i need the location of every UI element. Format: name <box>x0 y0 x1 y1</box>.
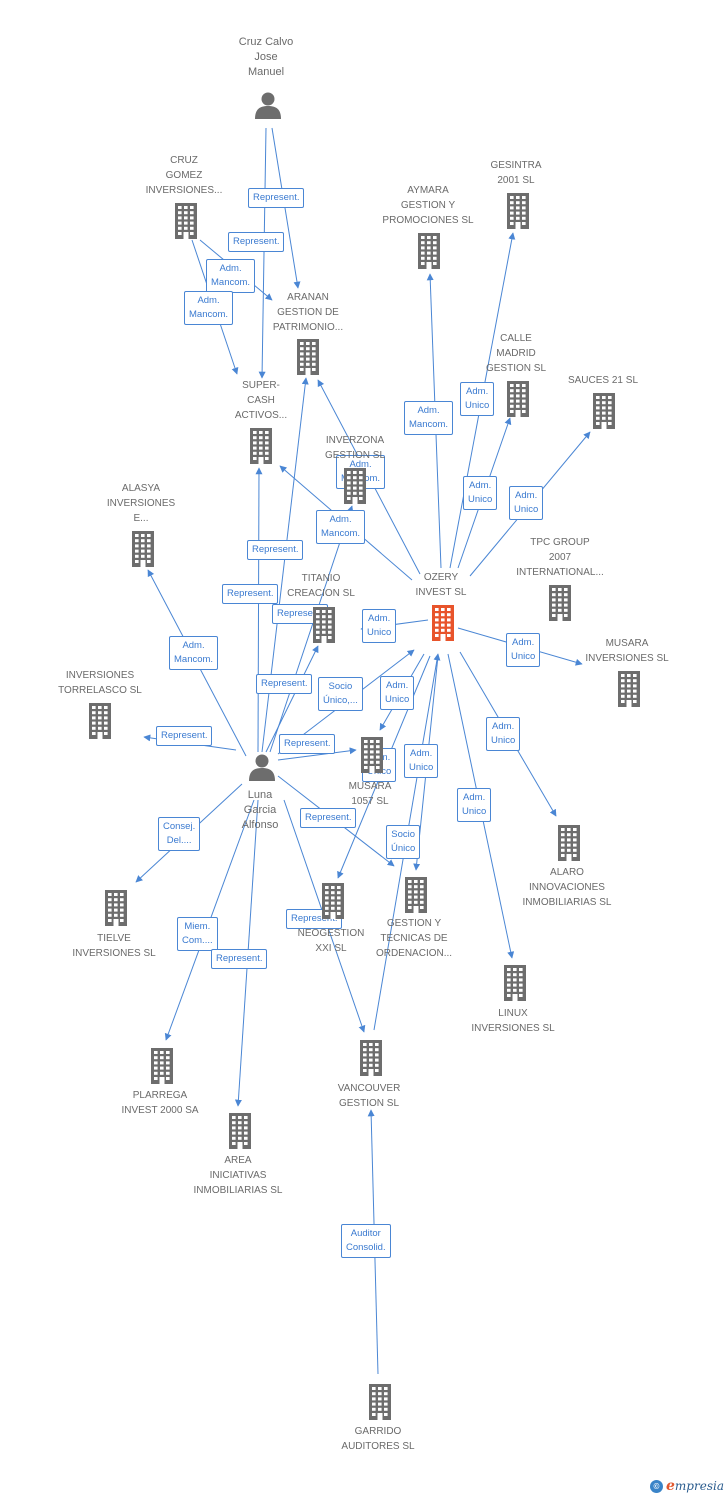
edge-label[interactable]: Represent. <box>222 584 279 604</box>
brand-initial: e <box>666 1478 675 1494</box>
node-label: INVERZONA GESTION SL <box>324 435 385 461</box>
edge-label[interactable]: Socio Único <box>386 825 421 859</box>
building-icon[interactable] <box>173 203 199 244</box>
building-icon[interactable] <box>359 737 385 778</box>
building-icon[interactable] <box>416 233 442 274</box>
edge-label[interactable]: Represent. <box>156 726 213 746</box>
edge-label[interactable]: Represent. <box>248 188 305 208</box>
edge-label[interactable]: Adm. Mancom. <box>206 259 256 293</box>
edge-label[interactable]: Represent. <box>228 232 285 252</box>
node-label: Cruz Calvo Jose Manuel <box>238 36 294 78</box>
node-label: TPC GROUP 2007 INTERNATIONAL... <box>516 537 604 578</box>
edge-label[interactable]: Adm. Mancom. <box>316 510 366 544</box>
node-label: AREA INICIATIVAS INMOBILIARIAS SL <box>193 1155 283 1196</box>
building-icon[interactable] <box>505 193 531 234</box>
edge-label[interactable]: Consej. Del.... <box>158 817 201 851</box>
building-icon[interactable] <box>130 531 156 572</box>
person-icon[interactable] <box>248 753 276 786</box>
building-icon[interactable] <box>311 607 337 648</box>
building-icon[interactable] <box>502 965 528 1006</box>
person-icon[interactable] <box>254 91 282 124</box>
building-icon[interactable] <box>87 703 113 744</box>
node-label: SAUCES 21 SL <box>567 375 639 386</box>
edge-label[interactable]: Represent. <box>256 674 313 694</box>
building-icon[interactable] <box>547 585 573 626</box>
edge-label[interactable]: Adm. Unico <box>457 788 492 822</box>
building-icon[interactable] <box>591 393 617 434</box>
node-label: PLARREGA INVEST 2000 SA <box>121 1090 199 1116</box>
edge-label[interactable]: Adm. Unico <box>509 486 544 520</box>
edge-luna_garcia-to-musara1057 <box>277 747 357 761</box>
building-icon[interactable] <box>103 890 129 931</box>
node-label: TIELVE INVERSIONES SL <box>72 933 156 959</box>
edge-label[interactable]: Miem. Com.... <box>177 917 218 951</box>
edge-label[interactable]: Represent. <box>211 949 268 969</box>
node-label: GESTION Y TECNICAS DE ORDENACION... <box>375 918 453 959</box>
node-label: AYMARA GESTION Y PROMOCIONES SL <box>382 185 474 226</box>
node-label: INVERSIONES TORRELASCO SL <box>58 670 142 696</box>
building-icon[interactable] <box>556 825 582 866</box>
node-label: GESINTRA 2001 SL <box>490 160 542 186</box>
building-icon[interactable] <box>149 1048 175 1089</box>
edge-label[interactable]: Adm. Unico <box>506 633 541 667</box>
edge-label[interactable]: Represent. <box>247 540 304 560</box>
building-icon[interactable] <box>430 605 456 646</box>
edge-label[interactable]: Represent. <box>300 808 357 828</box>
copyright-icon: © <box>650 1479 663 1493</box>
brand-name: mpresia <box>674 1479 724 1493</box>
edge-label[interactable]: Adm. Unico <box>404 744 439 778</box>
node-label: MUSARA 1057 SL <box>348 781 392 807</box>
edge-luna_garcia-to-titanio <box>265 645 319 753</box>
edge-label[interactable]: Adm. Mancom. <box>404 401 454 435</box>
node-label: TITANIO CREACION SL <box>287 573 355 599</box>
edge-label[interactable]: Adm. Unico <box>380 676 415 710</box>
node-label: MUSARA INVERSIONES SL <box>585 638 669 664</box>
node-label: OZERY INVEST SL <box>415 572 467 598</box>
edge-label[interactable]: Socio Único,... <box>318 677 363 711</box>
node-label: GARRIDO AUDITORES SL <box>341 1426 415 1452</box>
edge-luna_garcia-to-inverzona <box>269 505 354 753</box>
node-label: ALASYA INVERSIONES E... <box>106 483 176 524</box>
node-label: ALARO INNOVACIONES INMOBILIARIAS SL <box>522 867 612 908</box>
building-icon[interactable] <box>295 339 321 380</box>
node-label: VANCOUVER GESTION SL <box>337 1083 401 1109</box>
empresia-logo[interactable]: © empresia <box>650 1478 724 1494</box>
building-icon[interactable] <box>320 883 346 924</box>
building-icon[interactable] <box>248 428 274 469</box>
edge-label[interactable]: Adm. Unico <box>486 717 521 751</box>
edge-label[interactable]: Adm. Unico <box>463 476 498 510</box>
node-label: CRUZ GOMEZ INVERSIONES... <box>145 155 223 196</box>
building-icon[interactable] <box>367 1384 393 1425</box>
node-label: NEOGESTION XXI SL <box>297 928 365 954</box>
node-label: Luna Garcia Alfonso <box>241 789 279 831</box>
edge-label[interactable]: Adm. Mancom. <box>169 636 219 670</box>
edge-luna_garcia-to-supercash <box>255 467 263 753</box>
edge-cruz_calvo-to-aranan <box>271 127 301 289</box>
edge-label[interactable]: Adm. Mancom. <box>184 291 234 325</box>
edge-cruz_calvo-to-supercash <box>258 127 267 379</box>
edge-label[interactable]: Represent. <box>279 734 336 754</box>
building-icon[interactable] <box>358 1040 384 1081</box>
node-label: ARANAN GESTION DE PATRIMONIO... <box>272 292 344 333</box>
building-icon[interactable] <box>227 1113 253 1154</box>
building-icon[interactable] <box>403 877 429 918</box>
node-label: LINUX INVERSIONES SL <box>471 1008 555 1034</box>
edge-label[interactable]: Auditor Consolid. <box>341 1224 391 1258</box>
building-icon[interactable] <box>616 671 642 712</box>
building-icon[interactable] <box>342 468 368 509</box>
node-label: CALLE MADRID GESTION SL <box>485 333 546 374</box>
edge-label[interactable]: Adm. Unico <box>460 382 495 416</box>
edge-label[interactable]: Adm. Unico <box>362 609 397 643</box>
building-icon[interactable] <box>505 381 531 422</box>
node-label: SUPER- CASH ACTIVOS... <box>234 380 288 421</box>
